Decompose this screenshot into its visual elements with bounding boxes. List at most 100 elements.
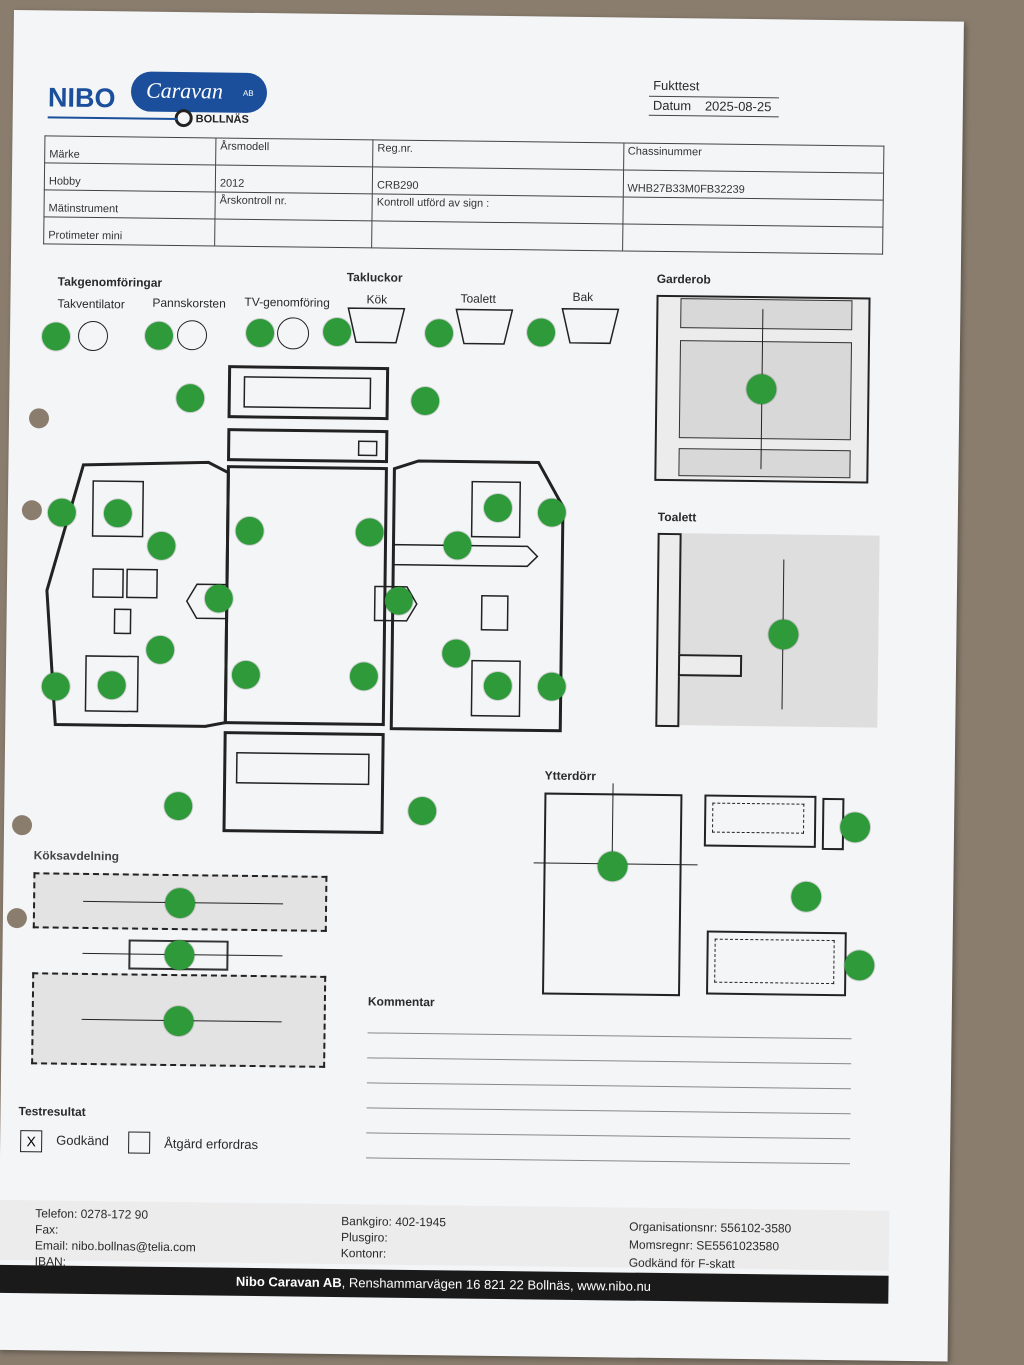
doc-title: Fukttest: [653, 77, 700, 94]
punch-hole: [6, 907, 28, 929]
table-cell: Kontroll utförd av sign :: [372, 193, 623, 224]
table-cell: 2012: [215, 164, 373, 194]
toalett-wall: [655, 532, 682, 728]
toalett-area: [655, 532, 880, 728]
label-pannskorsten: Pannskorsten: [152, 295, 226, 311]
ok-marker-dot: [349, 662, 379, 691]
ok-marker-dot: [164, 887, 196, 919]
footer-plusgiro: Plusgiro:: [340, 1230, 388, 1245]
ok-marker-dot: [147, 531, 176, 561]
ok-marker-dot: [526, 318, 556, 347]
ok-marker-dot: [791, 881, 822, 912]
label-takventilator: Takventilator: [57, 296, 125, 312]
ok-marker-dot: [41, 672, 70, 701]
ok-marker-dot: [97, 671, 126, 700]
ok-marker-dot: [47, 498, 77, 527]
table-cell: CRB290: [372, 166, 624, 197]
ok-marker-dot: [384, 586, 413, 615]
roof-hatch-icons: [347, 307, 620, 345]
ok-marker-dot: [231, 660, 261, 690]
date-line: [648, 114, 779, 118]
comment-line[interactable]: [365, 1157, 850, 1165]
ok-marker-dot: [41, 322, 71, 351]
form-sheet: NIBO Caravan AB BOLLNÄS Fukttest Datum 2…: [0, 10, 964, 1362]
garderob-bottom: [678, 448, 851, 479]
footer-bankgiro: Bankgiro: 402-1945: [341, 1214, 447, 1230]
label-bak-lucka: Bak: [572, 289, 594, 305]
label-toalett-lucka: Toalett: [460, 291, 496, 306]
atgard-checkbox[interactable]: [128, 1131, 151, 1154]
footer-fskatt: Godkänd för F-skatt: [628, 1255, 735, 1271]
chimney-circle-icon: [176, 320, 208, 351]
door-lower-inner: [714, 938, 835, 985]
comment-line[interactable]: [367, 1057, 852, 1065]
table-cell: [622, 196, 884, 228]
ok-marker-dot: [164, 939, 195, 971]
label-tv-genomforing: TV-genomföring: [244, 294, 330, 310]
footer-kontonr: Kontonr:: [340, 1246, 387, 1261]
ok-marker-dot: [537, 498, 567, 527]
comment-line[interactable]: [366, 1132, 851, 1140]
section-toalett: Toalett: [657, 509, 697, 525]
logo-underline: [47, 116, 178, 121]
vehicle-info-table: Märke Årsmodell Reg.nr. Chassinummer Hob…: [43, 135, 884, 255]
punch-hole: [11, 815, 33, 836]
comment-line[interactable]: [366, 1107, 851, 1115]
garderob-shelf: [680, 298, 853, 331]
table-cell: Hobby: [44, 162, 216, 192]
logo-nibo: NIBO: [47, 82, 116, 114]
ok-marker-dot: [411, 386, 440, 416]
table-cell: Årsmodell: [215, 137, 374, 167]
table-cell: Reg.nr.: [372, 139, 624, 170]
ok-marker-dot: [597, 851, 628, 882]
ok-marker-dot: [408, 796, 437, 826]
ok-marker-dot: [176, 384, 205, 413]
comment-line[interactable]: [366, 1082, 851, 1090]
table-cell: Chassinummer: [623, 142, 884, 174]
table-cell: [214, 218, 373, 248]
section-ytterdorr: Ytterdörr: [544, 768, 597, 784]
ok-marker-dot: [844, 950, 875, 981]
section-takgenomforingar: Takgenomföringar: [57, 274, 163, 290]
godkand-label: Godkänd: [56, 1132, 110, 1149]
ok-marker-dot: [235, 516, 264, 546]
footer-address-bar: Nibo Caravan AB, Renshammarvägen 16 821 …: [0, 1264, 889, 1304]
table-cell: [371, 220, 623, 251]
footer-fax: Fax:: [35, 1222, 59, 1237]
table-cell: Protimeter mini: [43, 216, 215, 246]
tv-circle-icon: [276, 317, 310, 350]
section-takluckor: Takluckor: [346, 270, 403, 285]
ok-marker-dot: [424, 319, 454, 348]
table-cell: Märke: [44, 135, 216, 165]
vent-circle-icon: [77, 320, 109, 352]
door-window-inner: [712, 802, 805, 834]
footer-company: Nibo Caravan AB: [235, 1273, 342, 1291]
ok-marker-dot: [103, 499, 133, 528]
footer-telefon: Telefon: 0278-172 90: [35, 1206, 149, 1222]
godkand-checkbox[interactable]: X: [20, 1130, 43, 1153]
section-testresultat: Testresultat: [18, 1104, 86, 1119]
logo-ab: AB: [242, 88, 254, 98]
logo-city: BOLLNÄS: [195, 113, 249, 126]
ok-marker-dot: [355, 518, 384, 547]
footer-orgnr: Organisationsnr: 556102-3580: [629, 1219, 792, 1236]
floor-plan-diagram: [45, 365, 565, 835]
ok-marker-dot: [144, 321, 174, 350]
date-label: Datum: [652, 97, 692, 114]
ok-marker-dot: [483, 671, 512, 701]
ok-marker-dot: [442, 639, 471, 668]
ok-marker-dot: [537, 672, 566, 701]
ok-marker-dot: [768, 619, 799, 650]
table-cell: WHB27B33M0FB32239: [622, 169, 884, 201]
table-cell: Årskontroll nr.: [214, 191, 373, 221]
footer-momsnr: Momsregnr: SE5561023580: [628, 1237, 780, 1254]
comment-line[interactable]: [367, 1032, 852, 1040]
section-garderob: Garderob: [656, 271, 711, 287]
atgard-label: Åtgärd erfordras: [164, 1135, 259, 1153]
section-kommentar: Kommentar: [367, 994, 435, 1010]
footer-email: Email: nibo.bollnas@telia.com: [34, 1238, 196, 1255]
toalett-seat: [677, 654, 743, 677]
ok-marker-dot: [839, 812, 871, 843]
table-cell: Mätinstrument: [43, 189, 216, 219]
ok-marker-dot: [204, 584, 233, 613]
